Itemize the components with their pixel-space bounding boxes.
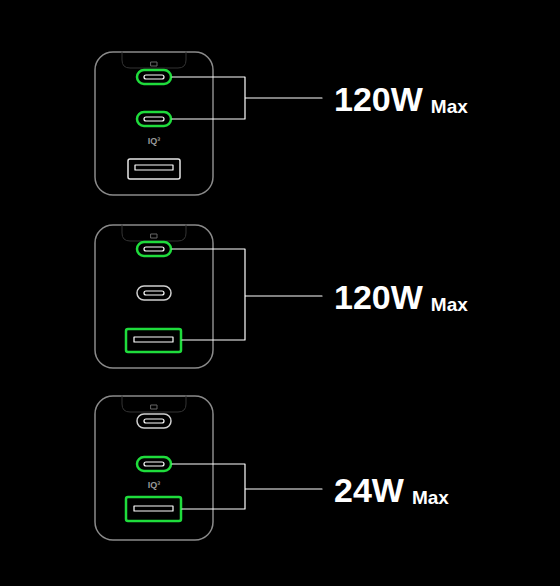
usb-a-tongue bbox=[134, 506, 173, 511]
max-note: Max bbox=[431, 97, 468, 116]
power-rating: 120W bbox=[334, 82, 423, 116]
brand-mark: IQ³ bbox=[148, 481, 161, 490]
bracket-line bbox=[172, 464, 322, 509]
charger-body bbox=[95, 396, 213, 540]
face-plate bbox=[122, 396, 186, 412]
usb-c-tongue bbox=[144, 419, 164, 423]
usb-c-port bbox=[137, 457, 171, 471]
usb-c-tongue bbox=[144, 75, 164, 79]
charger-body bbox=[95, 52, 213, 195]
usb-c-port bbox=[137, 242, 171, 256]
usb-c-tongue bbox=[144, 291, 164, 295]
usb-c-port bbox=[137, 70, 171, 84]
usb-a-port bbox=[128, 159, 180, 179]
power-rating: 24W bbox=[334, 473, 404, 507]
bracket-line bbox=[172, 249, 322, 340]
bracket-line bbox=[172, 77, 322, 119]
face-plate bbox=[122, 52, 186, 68]
led-slot bbox=[151, 62, 157, 66]
usb-a-tongue bbox=[135, 165, 173, 170]
max-note: Max bbox=[431, 295, 468, 314]
charger-body bbox=[95, 225, 213, 368]
power-rating: 120W bbox=[334, 280, 423, 314]
usb-a-port bbox=[126, 497, 181, 521]
brand-mark: IQ³ bbox=[148, 137, 161, 146]
led-slot bbox=[151, 234, 157, 238]
usb-c-tongue bbox=[144, 247, 164, 251]
usb-c-port bbox=[137, 112, 171, 126]
usb-c-port bbox=[137, 414, 171, 428]
led-slot bbox=[151, 405, 157, 409]
usb-c-tongue bbox=[144, 462, 164, 466]
usb-c-tongue bbox=[144, 117, 164, 121]
face-plate bbox=[122, 225, 186, 241]
max-note: Max bbox=[412, 488, 449, 507]
usb-a-port bbox=[126, 329, 181, 352]
usb-c-port bbox=[137, 286, 171, 300]
usb-a-tongue bbox=[134, 337, 173, 342]
